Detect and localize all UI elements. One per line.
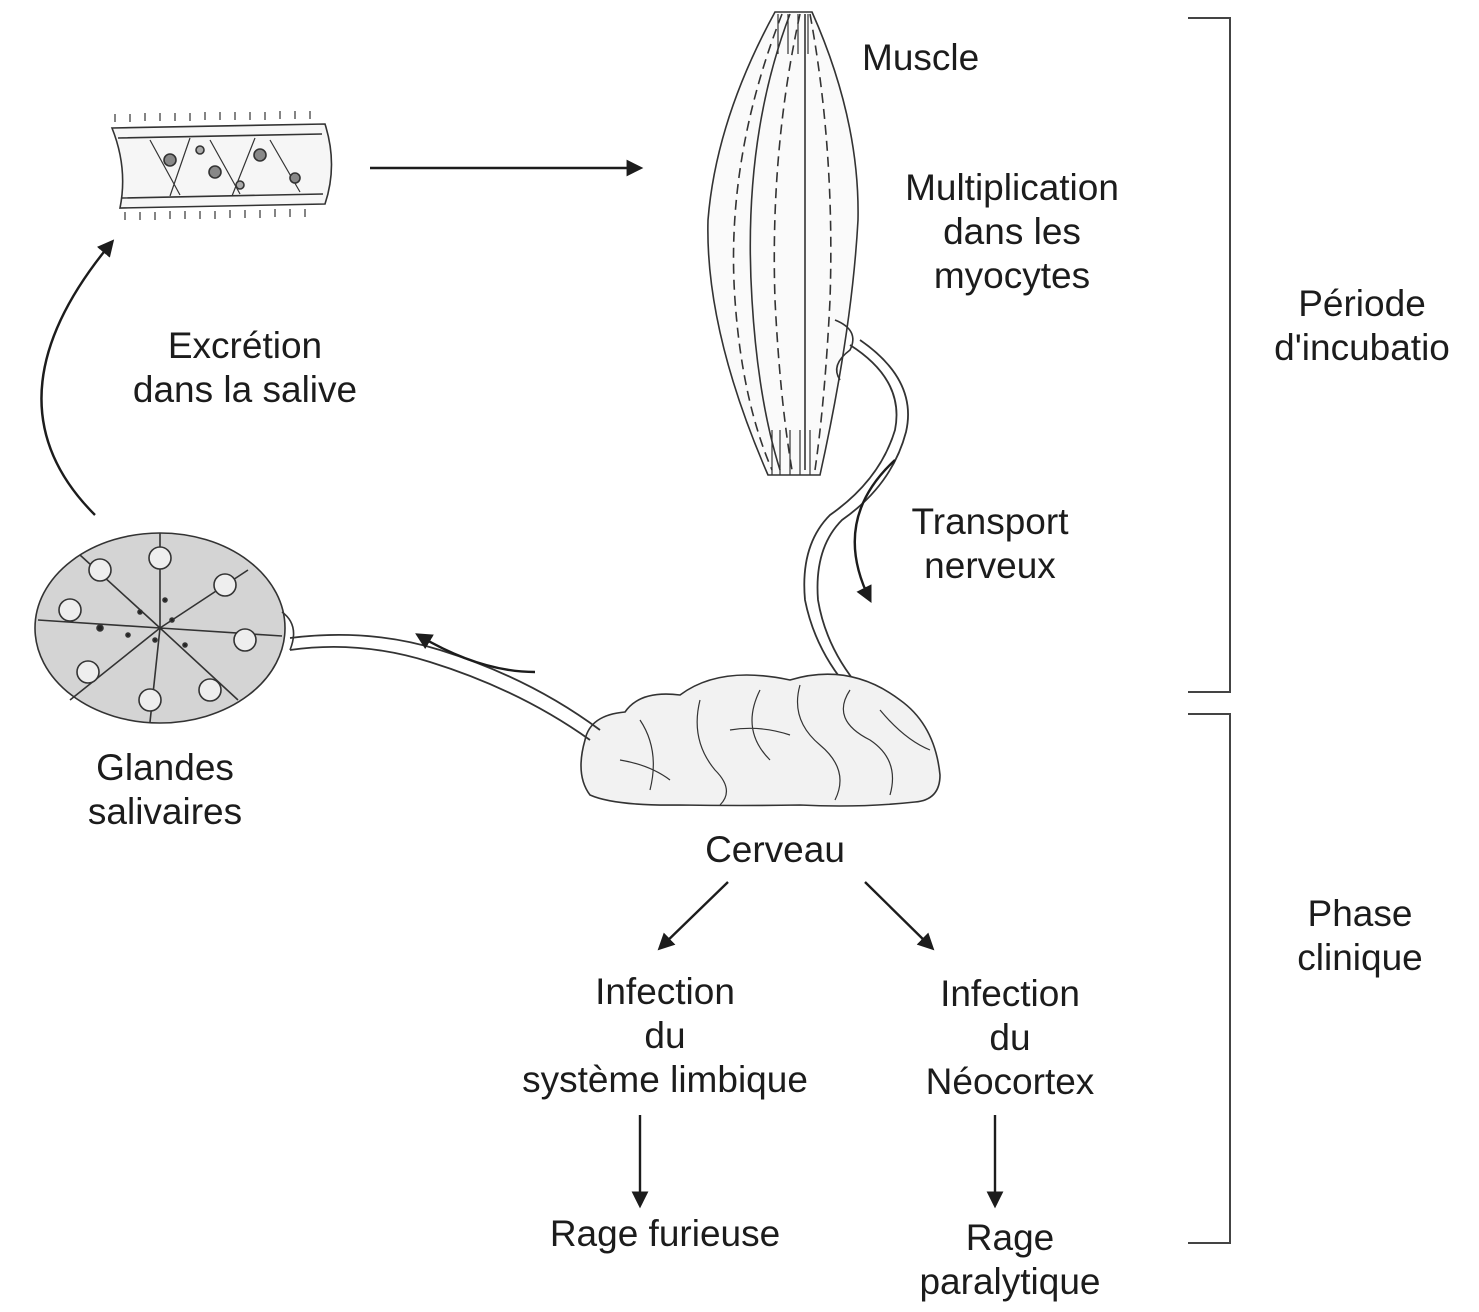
label-transport-line-2: nerveux <box>885 544 1095 588</box>
brain-illustration <box>581 674 940 806</box>
label-incubation-line-1: Période <box>1245 282 1479 326</box>
arrow-cerveau-to-limbique <box>660 882 728 948</box>
arrow-brain-to-glands <box>418 635 535 672</box>
label-neocortex-line-2: du <box>880 1016 1140 1060</box>
label-infection-neocortex: Infection du Néocortex <box>880 972 1140 1104</box>
label-excretion: Excrétion dans la salive <box>100 324 390 412</box>
label-clinique-line-2: clinique <box>1260 936 1460 980</box>
label-limbique-line-2: du <box>480 1014 850 1058</box>
arrow-cerveau-to-neocortex <box>865 882 932 948</box>
label-muscle-text: Muscle <box>862 36 979 80</box>
label-transport-line-1: Transport <box>885 500 1095 544</box>
label-glandes-line-2: salivaires <box>55 790 275 834</box>
salivary-gland-illustration <box>35 533 294 723</box>
label-cerveau-text: Cerveau <box>675 828 875 872</box>
label-clinique-line-1: Phase <box>1260 892 1460 936</box>
label-limbique-line-3: système limbique <box>480 1058 850 1102</box>
bracket-incubation <box>1188 18 1230 692</box>
label-phase-clinique: Phase clinique <box>1260 892 1460 980</box>
label-infection-limbique: Infection du système limbique <box>480 970 850 1102</box>
label-muscle: Muscle <box>862 36 979 80</box>
label-rage-paralytique: Rage paralytique <box>880 1216 1140 1304</box>
bracket-clinical-phase <box>1188 714 1230 1243</box>
label-multiplication-line-2: dans les <box>878 210 1146 254</box>
label-glandes-salivaires: Glandes salivaires <box>55 746 275 834</box>
label-incubation-line-2: d'incubatio <box>1245 326 1479 370</box>
label-excretion-line-1: Excrétion <box>100 324 390 368</box>
label-periode-incubation: Période d'incubatio <box>1245 282 1479 370</box>
label-rage-furieuse-text: Rage furieuse <box>510 1212 820 1256</box>
label-rage-furieuse: Rage furieuse <box>510 1212 820 1256</box>
label-excretion-line-2: dans la salive <box>100 368 390 412</box>
label-transport-nerveux: Transport nerveux <box>885 500 1095 588</box>
label-multiplication-line-1: Multiplication <box>878 166 1146 210</box>
label-neocortex-line-1: Infection <box>880 972 1140 1016</box>
label-multiplication: Multiplication dans les myocytes <box>878 166 1146 298</box>
label-limbique-line-1: Infection <box>480 970 850 1014</box>
label-paralytique-line-1: Rage <box>880 1216 1140 1260</box>
label-paralytique-line-2: paralytique <box>880 1260 1140 1304</box>
skin-tissue-illustration <box>112 111 332 220</box>
label-glandes-line-1: Glandes <box>55 746 275 790</box>
muscle-illustration <box>708 12 858 475</box>
label-neocortex-line-3: Néocortex <box>880 1060 1140 1104</box>
label-multiplication-line-3: myocytes <box>878 254 1146 298</box>
label-cerveau: Cerveau <box>675 828 875 872</box>
